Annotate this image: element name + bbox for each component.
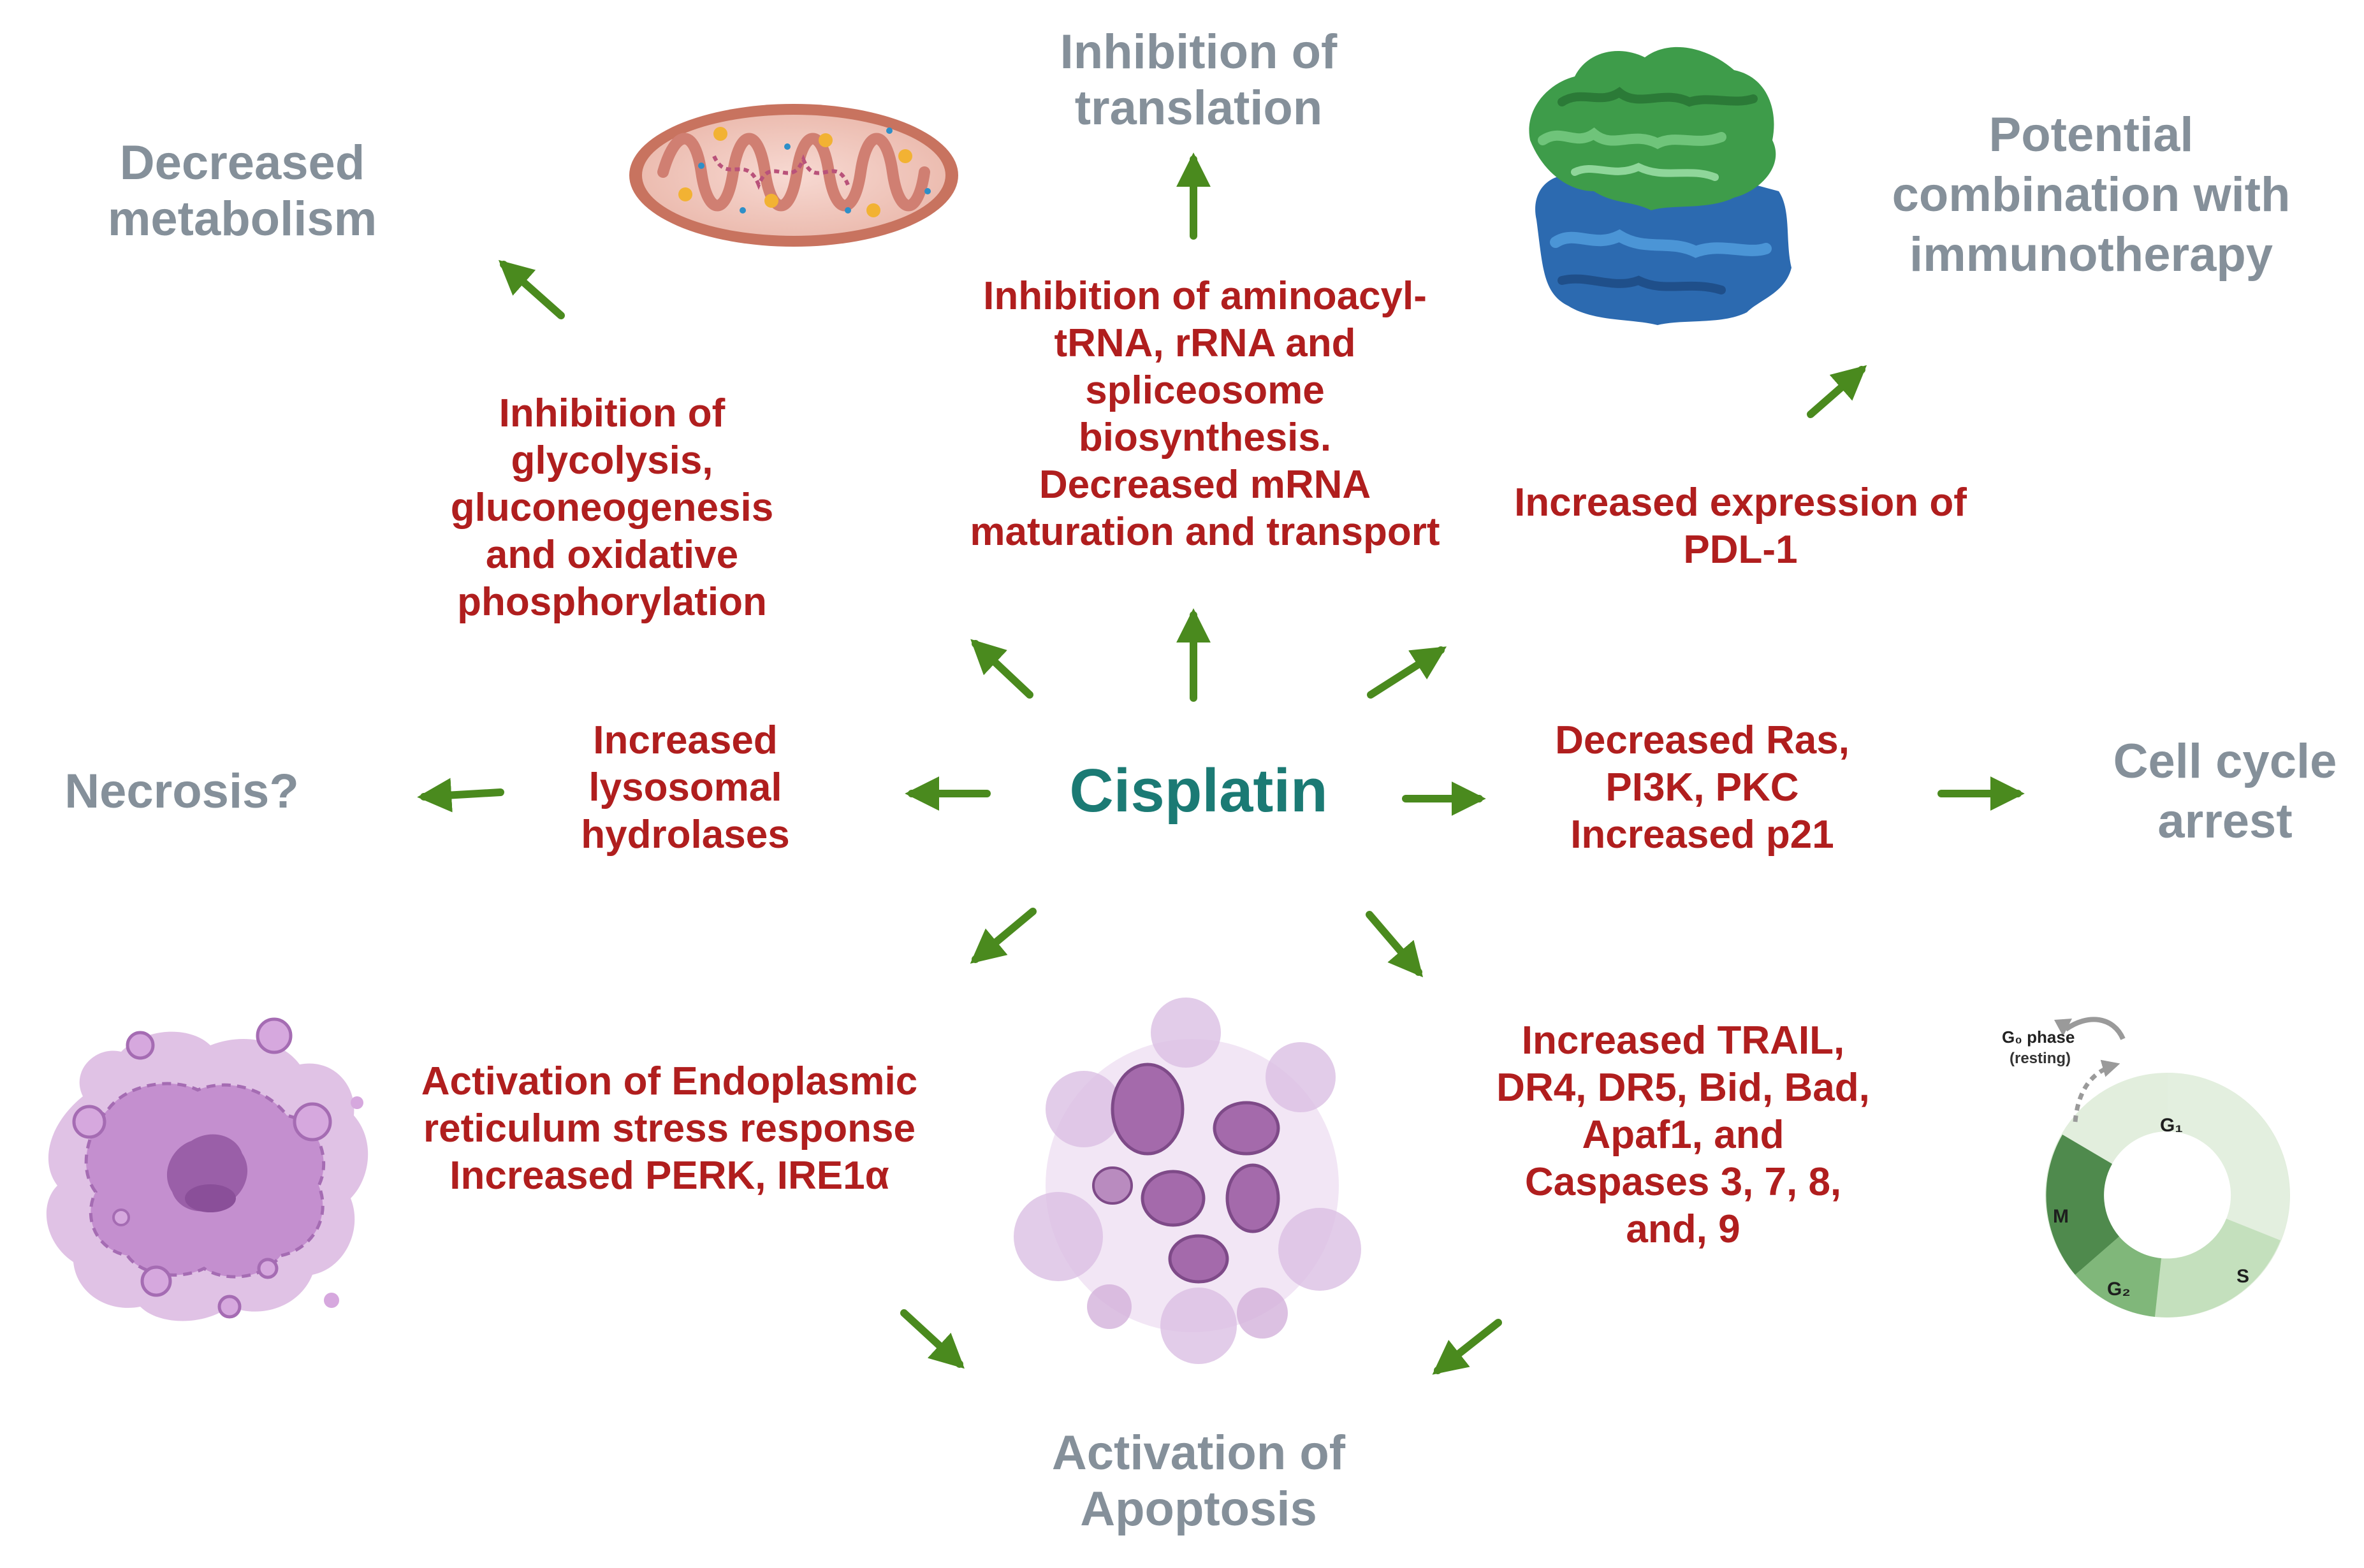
- arrow-immunotherapy: [1807, 365, 1867, 418]
- g1-segment: [2168, 1073, 2289, 1240]
- mechanism-er-stress: Activation of Endoplasmic reticulum stre…: [421, 1059, 918, 1198]
- cell-cycle-ring: G₀ phase (resting) G₁ S G₂ M: [2002, 1017, 2290, 1318]
- arrows: [417, 152, 2025, 1375]
- m-label: M: [2053, 1206, 2069, 1227]
- mechanism-trna: Inhibition of aminoacyl- tRNA, rRNA and …: [970, 274, 1440, 554]
- arrow-metabolism: [498, 259, 565, 319]
- s-label: S: [2236, 1266, 2249, 1287]
- arrow-necrosis: [417, 778, 504, 813]
- arrow-pdl1: [1367, 646, 1447, 699]
- g2-segment: [2075, 1237, 2161, 1317]
- s-segment: [2155, 1219, 2280, 1318]
- mitochondrion-icon: [629, 104, 958, 247]
- arrow-trail: [1366, 911, 1424, 978]
- g0-label: G₀ phase: [2002, 1027, 2075, 1047]
- arrow-glycolysis: [970, 639, 1033, 699]
- mechanism-ras: Decreased Ras, PI3K, PKC Increased p21: [1555, 718, 1850, 857]
- g2-label: G₂: [2107, 1279, 2131, 1300]
- outcome-immunotherapy: Potential combination with immunotherapy: [1892, 108, 2291, 282]
- mechanism-trail: Increased TRAIL, DR4, DR5, Bid, Bad, Apa…: [1496, 1019, 1870, 1251]
- g0-note: (resting): [2010, 1050, 2071, 1067]
- apoptotic-cell-icon: [1014, 998, 1361, 1364]
- m-segment: [2046, 1135, 2119, 1275]
- protein-structure-icon: [1529, 47, 1791, 325]
- mechanism-lysosomal: Increased lysosomal hydrolases: [581, 718, 790, 857]
- mechanism-glycolysis: Inhibition of glycolysis, gluconeogenesi…: [450, 391, 774, 624]
- g1-label: G₁: [2160, 1115, 2183, 1136]
- outcome-necrosis: Necrosis?: [64, 764, 299, 818]
- cisplatin-label: Cisplatin: [1069, 757, 1328, 825]
- mechanism-pdl1: Increased expression of PDL-1: [1514, 481, 1967, 572]
- outcome-cell-cycle-arrest: Cell cycle arrest: [2113, 734, 2337, 848]
- arrow-trail-to-apoptosis: [1432, 1319, 1502, 1375]
- necrotic-cell-icon: [46, 1017, 368, 1321]
- outcome-apoptosis: Activation of Apoptosis: [1051, 1426, 1346, 1536]
- arrow-er-to-apoptosis: [900, 1309, 965, 1369]
- arrow-er-stress: [970, 908, 1037, 964]
- outcome-decreased-metabolism: Decreased metabolism: [107, 136, 377, 246]
- outcome-inhibition-translation: Inhibition of translation: [1060, 25, 1338, 135]
